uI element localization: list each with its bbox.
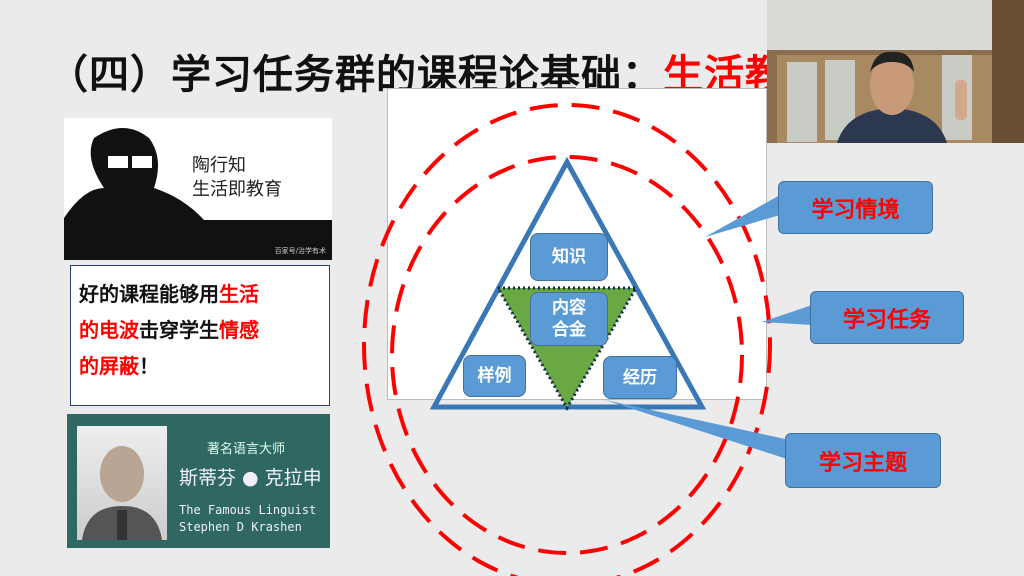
quote-highlight: 的屏蔽: [79, 354, 139, 378]
krashen-en-line: The Famous Linguist: [179, 503, 317, 517]
content-alloy-box: 内容合金: [530, 292, 608, 346]
callout-pointer-situation: [705, 195, 780, 237]
quote-box: 好的课程能够用生活 的电波击穿学生情感 的屏蔽！: [70, 265, 330, 406]
webcam-overlay: [767, 0, 1024, 143]
callout-theme-label: 学习主题: [818, 450, 907, 476]
callout-theme: 学习主题: [785, 433, 941, 488]
content-label-2: 合金: [552, 320, 586, 340]
experience-box: 经历: [603, 356, 677, 399]
callout-pointer-task: [762, 305, 812, 325]
krashen-name-cn: 斯蒂芬 ● 克拉申: [179, 467, 322, 489]
tao-xingzhi-image: 陶行知生活即教育 百家号/治学有术: [64, 118, 332, 260]
outer-dashed-circle: [362, 103, 772, 576]
knowledge-label: 知识: [552, 247, 586, 267]
callout-situation: 学习情境: [778, 181, 933, 234]
quote-text: 击穿学生: [139, 318, 219, 342]
callout-situation-label: 学习情境: [811, 197, 900, 223]
content-label-1: 内容: [552, 298, 586, 318]
example-label: 样例: [477, 366, 512, 386]
inner-dashed-circle: [390, 155, 744, 555]
krashen-subtitle: 著名语言大师: [207, 442, 286, 457]
quote-line: 的屏蔽！: [79, 348, 321, 384]
watermark: 百家号/治学有术: [274, 247, 326, 255]
webcam-video: [777, 0, 1024, 143]
tao-motto: 生活即教育: [192, 179, 282, 200]
slide-title: （四）学习任务群的课程论基础：生活教: [48, 42, 786, 100]
krashen-photo: [77, 426, 167, 540]
experience-label: 经历: [623, 367, 657, 388]
quote-text: 好的课程能够用: [79, 282, 219, 306]
quote-line: 好的课程能够用生活: [79, 276, 321, 312]
callout-pointer-theme: [605, 400, 790, 460]
callout-task: 学习任务: [810, 291, 964, 344]
quote-line: 的电波击穿学生情感: [79, 312, 321, 348]
krashen-en-line: Stephen D Krashen: [179, 520, 302, 534]
quote-highlight: 生活: [219, 282, 259, 306]
portrait-silhouette: [64, 128, 332, 260]
callout-task-label: 学习任务: [842, 307, 931, 333]
tao-name: 陶行知: [192, 155, 246, 176]
quote-highlight: 的电波: [79, 318, 139, 342]
knowledge-box: 知识: [530, 233, 608, 281]
quote-text: ！: [139, 354, 159, 378]
quote-highlight: 情感: [219, 318, 259, 342]
example-box: 样例: [463, 355, 526, 397]
